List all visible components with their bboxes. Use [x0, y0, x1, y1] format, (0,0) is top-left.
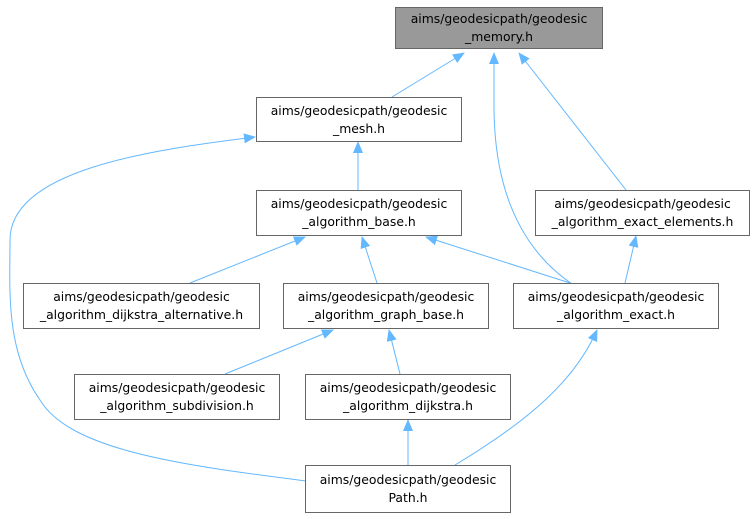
- edge-dijkstra-alt-to-base: [189, 236, 306, 284]
- node-dijkstra[interactable]: aims/geodesicpath/geodesic _algorithm_di…: [305, 374, 511, 420]
- node-label-line1: aims/geodesicpath/geodesic: [319, 380, 497, 395]
- edge-dijkstra-to-graph-base: [386, 329, 401, 375]
- edge-path-to-mesh: [9, 133, 307, 482]
- edge-path-to-exact: [454, 329, 598, 466]
- edge-exact-to-memory: [489, 52, 576, 287]
- node-graph-base[interactable]: aims/geodesicpath/geodesic _algorithm_gr…: [283, 283, 489, 329]
- node-label-line1: aims/geodesicpath/geodesic: [297, 289, 475, 304]
- node-geodesic-mesh[interactable]: aims/geodesicpath/geodesic _mesh.h: [256, 97, 462, 142]
- node-label-line2: _algorithm_subdivision.h: [100, 398, 254, 413]
- node-label-line1: aims/geodesicpath/geodesic: [527, 289, 705, 304]
- node-algorithm-exact[interactable]: aims/geodesicpath/geodesic _algorithm_ex…: [513, 283, 719, 329]
- node-label-line2: _algorithm_base.h: [302, 214, 416, 229]
- node-label-line2: _memory.h: [465, 29, 533, 44]
- node-geodesic-path[interactable]: aims/geodesicpath/geodesic Path.h: [305, 465, 511, 513]
- node-label-line2: _algorithm_dijkstra.h: [343, 398, 473, 413]
- node-label-line2: _mesh.h: [333, 120, 385, 136]
- node-label-line1: aims/geodesicpath/geodesic: [88, 380, 266, 395]
- node-dijkstra-alternative[interactable]: aims/geodesicpath/geodesic _algorithm_di…: [23, 283, 260, 329]
- edge-exact-to-base: [425, 235, 571, 284]
- node-label-line1: aims/geodesicpath/geodesic: [410, 11, 588, 26]
- node-geodesic-memory: aims/geodesicpath/geodesic _memory.h: [395, 7, 603, 49]
- edge-graph-base-to-base: [360, 236, 378, 284]
- node-label-line1: aims/geodesicpath/geodesic: [319, 472, 497, 487]
- node-exact-elements[interactable]: aims/geodesicpath/geodesic _algorithm_ex…: [535, 190, 750, 236]
- edge-exact-to-exact-elements: [624, 235, 639, 284]
- node-algorithm-base[interactable]: aims/geodesicpath/geodesic _algorithm_ba…: [256, 190, 462, 236]
- node-subdivision[interactable]: aims/geodesicpath/geodesic _algorithm_su…: [74, 374, 280, 420]
- node-label-line1: aims/geodesicpath/geodesic: [270, 102, 448, 118]
- edge-subdivision-to-graph-base: [224, 329, 334, 375]
- node-label-line2: _algorithm_exact_elements.h: [551, 214, 734, 229]
- edge-exact-elements-to-memory: [518, 52, 627, 191]
- node-label-line2: _algorithm_graph_base.h: [308, 307, 464, 322]
- node-label-line1: aims/geodesicpath/geodesic: [270, 196, 448, 211]
- edge-mesh-to-memory: [391, 52, 465, 98]
- node-label-line1: aims/geodesicpath/geodesic: [53, 289, 230, 304]
- node-label-line2: _algorithm_dijkstra_alternative.h: [39, 307, 244, 322]
- node-label-line2: _algorithm_exact.h: [557, 307, 675, 322]
- node-label-line1: aims/geodesicpath/geodesic: [554, 196, 731, 211]
- node-label-line2: Path.h: [388, 490, 428, 505]
